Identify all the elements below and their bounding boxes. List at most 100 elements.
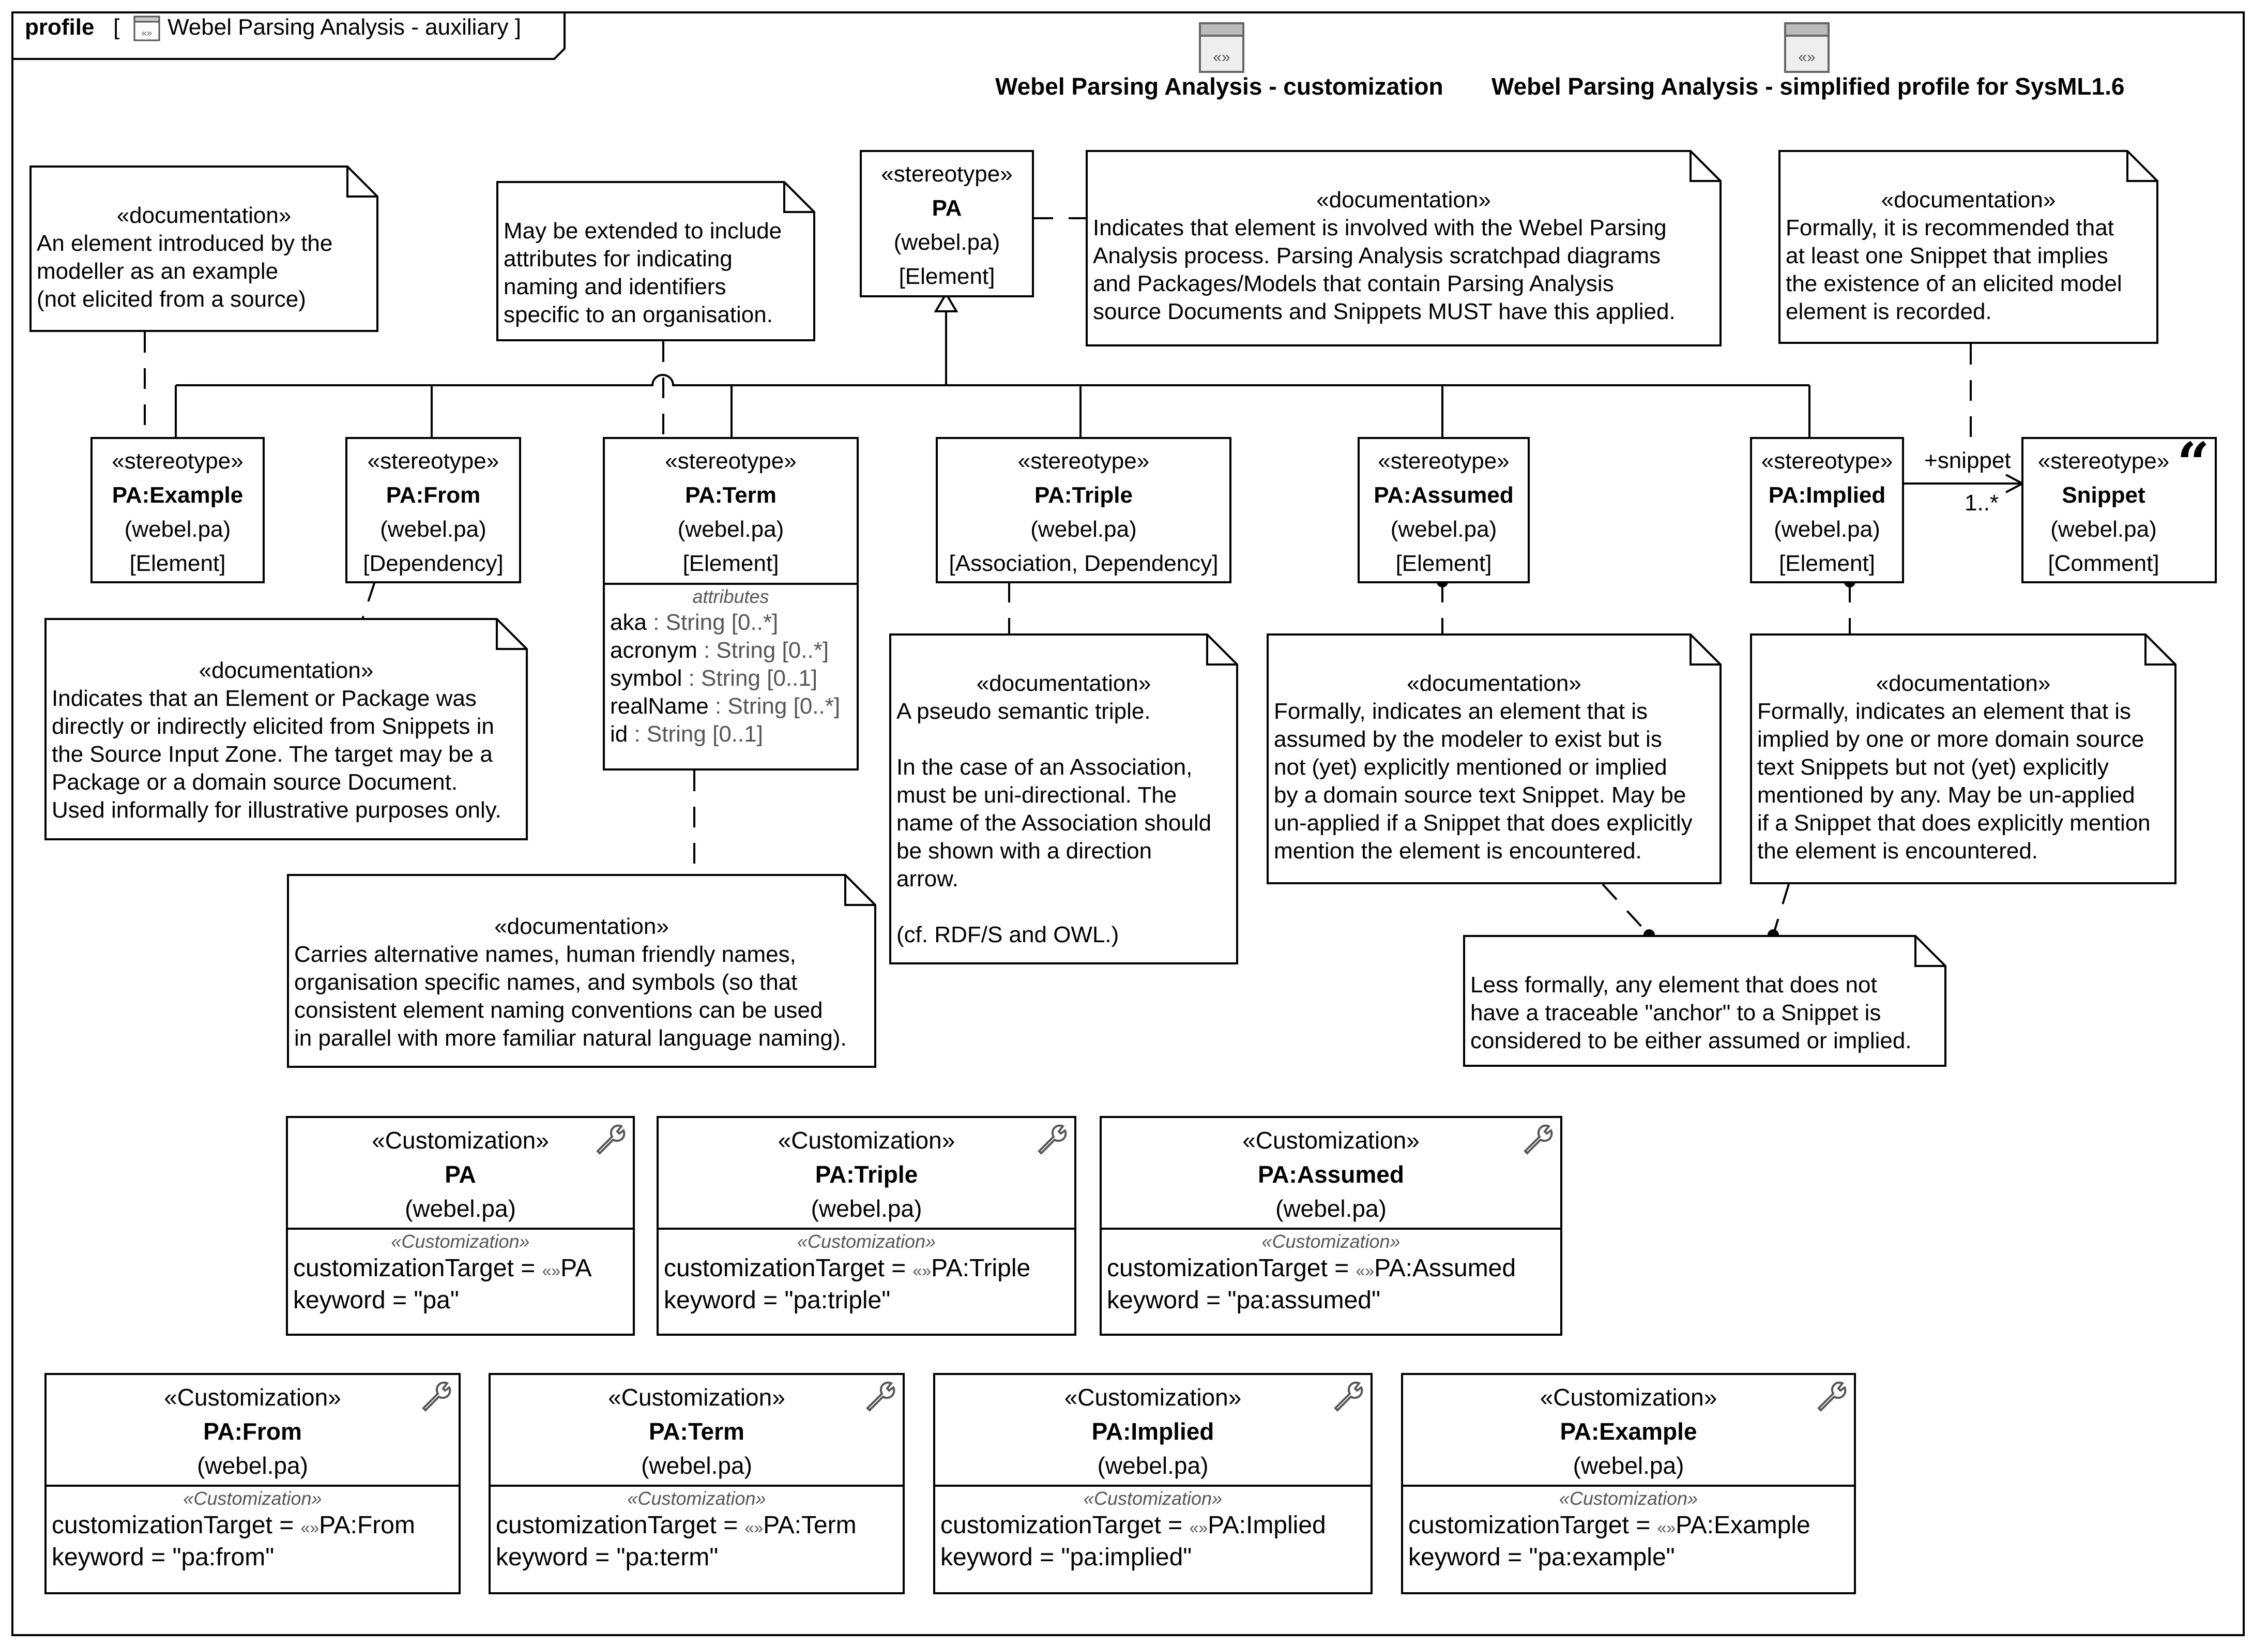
compartment-caption: «Customization» <box>1559 1488 1698 1509</box>
customization-pa-from[interactable]: «Customization»PA:From(webel.pa) «Custom… <box>44 1373 461 1594</box>
stereotype-pa-assumed[interactable]: «stereotype» PA:Assumed (webel.pa) [Elem… <box>1358 437 1530 583</box>
customization-keyword-value[interactable]: keyword = "pa:implied" <box>940 1544 1192 1571</box>
customization-pa-implied[interactable]: «Customization»PA:Implied(webel.pa) «Cus… <box>933 1373 1373 1594</box>
stereotype-metaclass: [Element] <box>129 551 226 576</box>
stereotype-snippet[interactable]: «stereotype» Snippet (webel.pa) [Comment… <box>2021 430 2217 583</box>
stereotype-pa-term[interactable]: «stereotype» PA:Term (webel.pa) [Element… <box>603 437 859 771</box>
note-header: «documentation» <box>976 671 1151 696</box>
attributes-compartment: attributes aka : String [0..*] acronym :… <box>605 583 857 748</box>
customization-name: PA:Term <box>649 1418 744 1445</box>
customization-pa-triple[interactable]: «Customization»PA:Triple(webel.pa) «Cust… <box>657 1116 1076 1336</box>
customization-name: PA:Assumed <box>1258 1161 1404 1188</box>
note-header: «documentation» <box>1316 187 1491 213</box>
anchor-informal-a <box>1602 883 1650 936</box>
customization-package-label[interactable]: Webel Parsing Analysis - customization <box>995 73 1443 100</box>
stereotype-keyword: «stereotype» <box>367 448 499 474</box>
customization-compartment: «Customization» customizationTarget = «»… <box>1102 1228 1560 1316</box>
customization-pa[interactable]: «Customization»PA(webel.pa) «Customizati… <box>286 1116 635 1336</box>
customization-target[interactable]: customizationTarget = «»PA <box>293 1255 592 1282</box>
customization-name: PA:From <box>203 1418 302 1445</box>
stereotype-pa-example[interactable]: «stereotype» PA:Example (webel.pa) [Elem… <box>90 437 265 583</box>
attribute-row[interactable]: realName : String [0..*] <box>610 693 841 719</box>
note-header: «documentation» <box>116 203 292 228</box>
note-implied-recommendation[interactable]: «documentation»Formally, it is recommend… <box>1778 150 2158 344</box>
note-header: «documentation» <box>1407 671 1581 696</box>
note-term-doc[interactable]: «documentation»Carries alternative names… <box>287 874 876 1068</box>
wrench-icon <box>1334 1381 1363 1412</box>
generalization-arrowhead <box>934 292 958 312</box>
anchor-informal-b <box>1772 884 1790 935</box>
customization-keyword: «Customization» <box>1064 1384 1242 1411</box>
quote-icon: “ <box>2176 430 2210 496</box>
attribute-row[interactable]: symbol : String [0..1] <box>610 666 818 691</box>
compartment-caption: «Customization» <box>797 1231 936 1252</box>
note-pa-doc[interactable]: «documentation»Indicates that element is… <box>1086 150 1722 346</box>
note-header: «documentation» <box>1876 671 2051 696</box>
note-body: Indicates that an Element or Package was… <box>52 686 501 823</box>
customization-compartment: «Customization» customizationTarget = «»… <box>1403 1485 1854 1573</box>
customization-keyword-value[interactable]: keyword = "pa:example" <box>1408 1544 1675 1571</box>
note-example-doc[interactable]: «documentation» An element introduced by … <box>29 165 378 332</box>
wrench-icon <box>1038 1124 1067 1155</box>
note-implied-doc[interactable]: «documentation»Formally, indicates an el… <box>1750 633 2176 884</box>
customization-target[interactable]: customizationTarget = «»PA:Term <box>496 1512 857 1539</box>
customization-target[interactable]: customizationTarget = «»PA:From <box>52 1512 415 1539</box>
customization-pa-example[interactable]: «Customization»PA:Example(webel.pa) «Cus… <box>1401 1373 1856 1594</box>
stereotype-keyword: «stereotype» <box>1761 448 1893 474</box>
stereotype-pa-from[interactable]: «stereotype» PA:From (webel.pa) [Depende… <box>345 437 521 583</box>
stereotype-package: (webel.pa) <box>124 517 231 542</box>
customization-package: (webel.pa) <box>1573 1452 1684 1479</box>
customization-compartment: «Customization» customizationTarget = «»… <box>659 1228 1074 1316</box>
anchor-from <box>361 581 376 621</box>
stereotype-metaclass: [Element] <box>1779 551 1875 576</box>
customization-keyword-value[interactable]: keyword = "pa:triple" <box>664 1287 891 1314</box>
stereotype-pa-triple[interactable]: «stereotype» PA:Triple (webel.pa) [Assoc… <box>936 437 1231 583</box>
stereotype-package: (webel.pa) <box>677 517 784 542</box>
diagram-frame <box>11 11 2245 1636</box>
stereotype-pa-implied[interactable]: «stereotype» PA:Implied (webel.pa) [Elem… <box>1750 437 1904 583</box>
stereotype-package: (webel.pa) <box>1030 517 1137 542</box>
stereotype-metaclass: [Element] <box>899 264 995 289</box>
note-triple-doc[interactable]: «documentation»A pseudo semantic triple.… <box>889 633 1238 964</box>
wrench-icon <box>1524 1124 1553 1155</box>
note-informal[interactable]: Less formally, any element that does not… <box>1463 935 1946 1067</box>
customization-keyword-value[interactable]: keyword = "pa" <box>293 1287 459 1314</box>
simplified-package-label[interactable]: Webel Parsing Analysis - simplified prof… <box>1491 73 2125 100</box>
svg-text:«»: «» <box>1213 49 1230 66</box>
attribute-row[interactable]: acronym : String [0..*] <box>610 638 829 663</box>
stereotype-keyword: «stereotype» <box>665 448 797 474</box>
note-assumed-doc[interactable]: «documentation»Formally, indicates an el… <box>1267 633 1722 884</box>
customization-keyword-value[interactable]: keyword = "pa:assumed" <box>1107 1287 1381 1314</box>
stereotype-metaclass: [Comment] <box>2048 551 2159 576</box>
stereotype-package: (webel.pa) <box>1774 517 1880 542</box>
customization-target[interactable]: customizationTarget = «»PA:Triple <box>664 1255 1031 1282</box>
attribute-row[interactable]: id : String [0..1] <box>610 721 763 747</box>
customization-target[interactable]: customizationTarget = «»PA:Implied <box>940 1512 1326 1539</box>
customization-keyword: «Customization» <box>608 1384 785 1411</box>
customization-package: (webel.pa) <box>641 1452 752 1479</box>
frame-name: Webel Parsing Analysis - auxiliary <box>168 14 509 40</box>
note-from-doc[interactable]: «documentation»Indicates that an Element… <box>44 618 528 840</box>
stereotype-keyword: «stereotype» <box>112 448 243 474</box>
stereotype-package: (webel.pa) <box>380 517 486 542</box>
stereotype-pa[interactable]: «stereotype» PA (webel.pa) [Element] <box>860 150 1034 297</box>
svg-text:«»: «» <box>142 28 152 38</box>
svg-text:«»: «» <box>1798 49 1815 66</box>
attribute-row[interactable]: aka : String [0..*] <box>610 610 779 635</box>
customization-pa-term[interactable]: «Customization»PA:Term(webel.pa) «Custom… <box>489 1373 905 1594</box>
generalization-bus <box>176 374 1809 386</box>
customization-pa-assumed[interactable]: «Customization»PA:Assumed(webel.pa) «Cus… <box>1100 1116 1562 1336</box>
stereotype-name: PA:Triple <box>1034 482 1133 508</box>
note-body: An element introduced by the modeller as… <box>37 231 333 312</box>
customization-keyword-value[interactable]: keyword = "pa:from" <box>52 1544 275 1571</box>
customization-keyword: «Customization» <box>778 1127 955 1154</box>
wrench-icon <box>422 1381 451 1412</box>
customization-package: (webel.pa) <box>405 1195 516 1222</box>
customization-compartment: «Customization» customizationTarget = «»… <box>47 1485 459 1573</box>
note-extend[interactable]: May be extended to include attributes fo… <box>496 181 815 341</box>
customization-target[interactable]: customizationTarget = «»PA:Assumed <box>1107 1255 1516 1282</box>
customization-target[interactable]: customizationTarget = «»PA:Example <box>1408 1512 1810 1539</box>
customization-keyword: «Customization» <box>372 1127 549 1154</box>
note-body: Formally, it is recommended that at leas… <box>1786 215 2122 324</box>
customization-keyword-value[interactable]: keyword = "pa:term" <box>496 1544 719 1571</box>
